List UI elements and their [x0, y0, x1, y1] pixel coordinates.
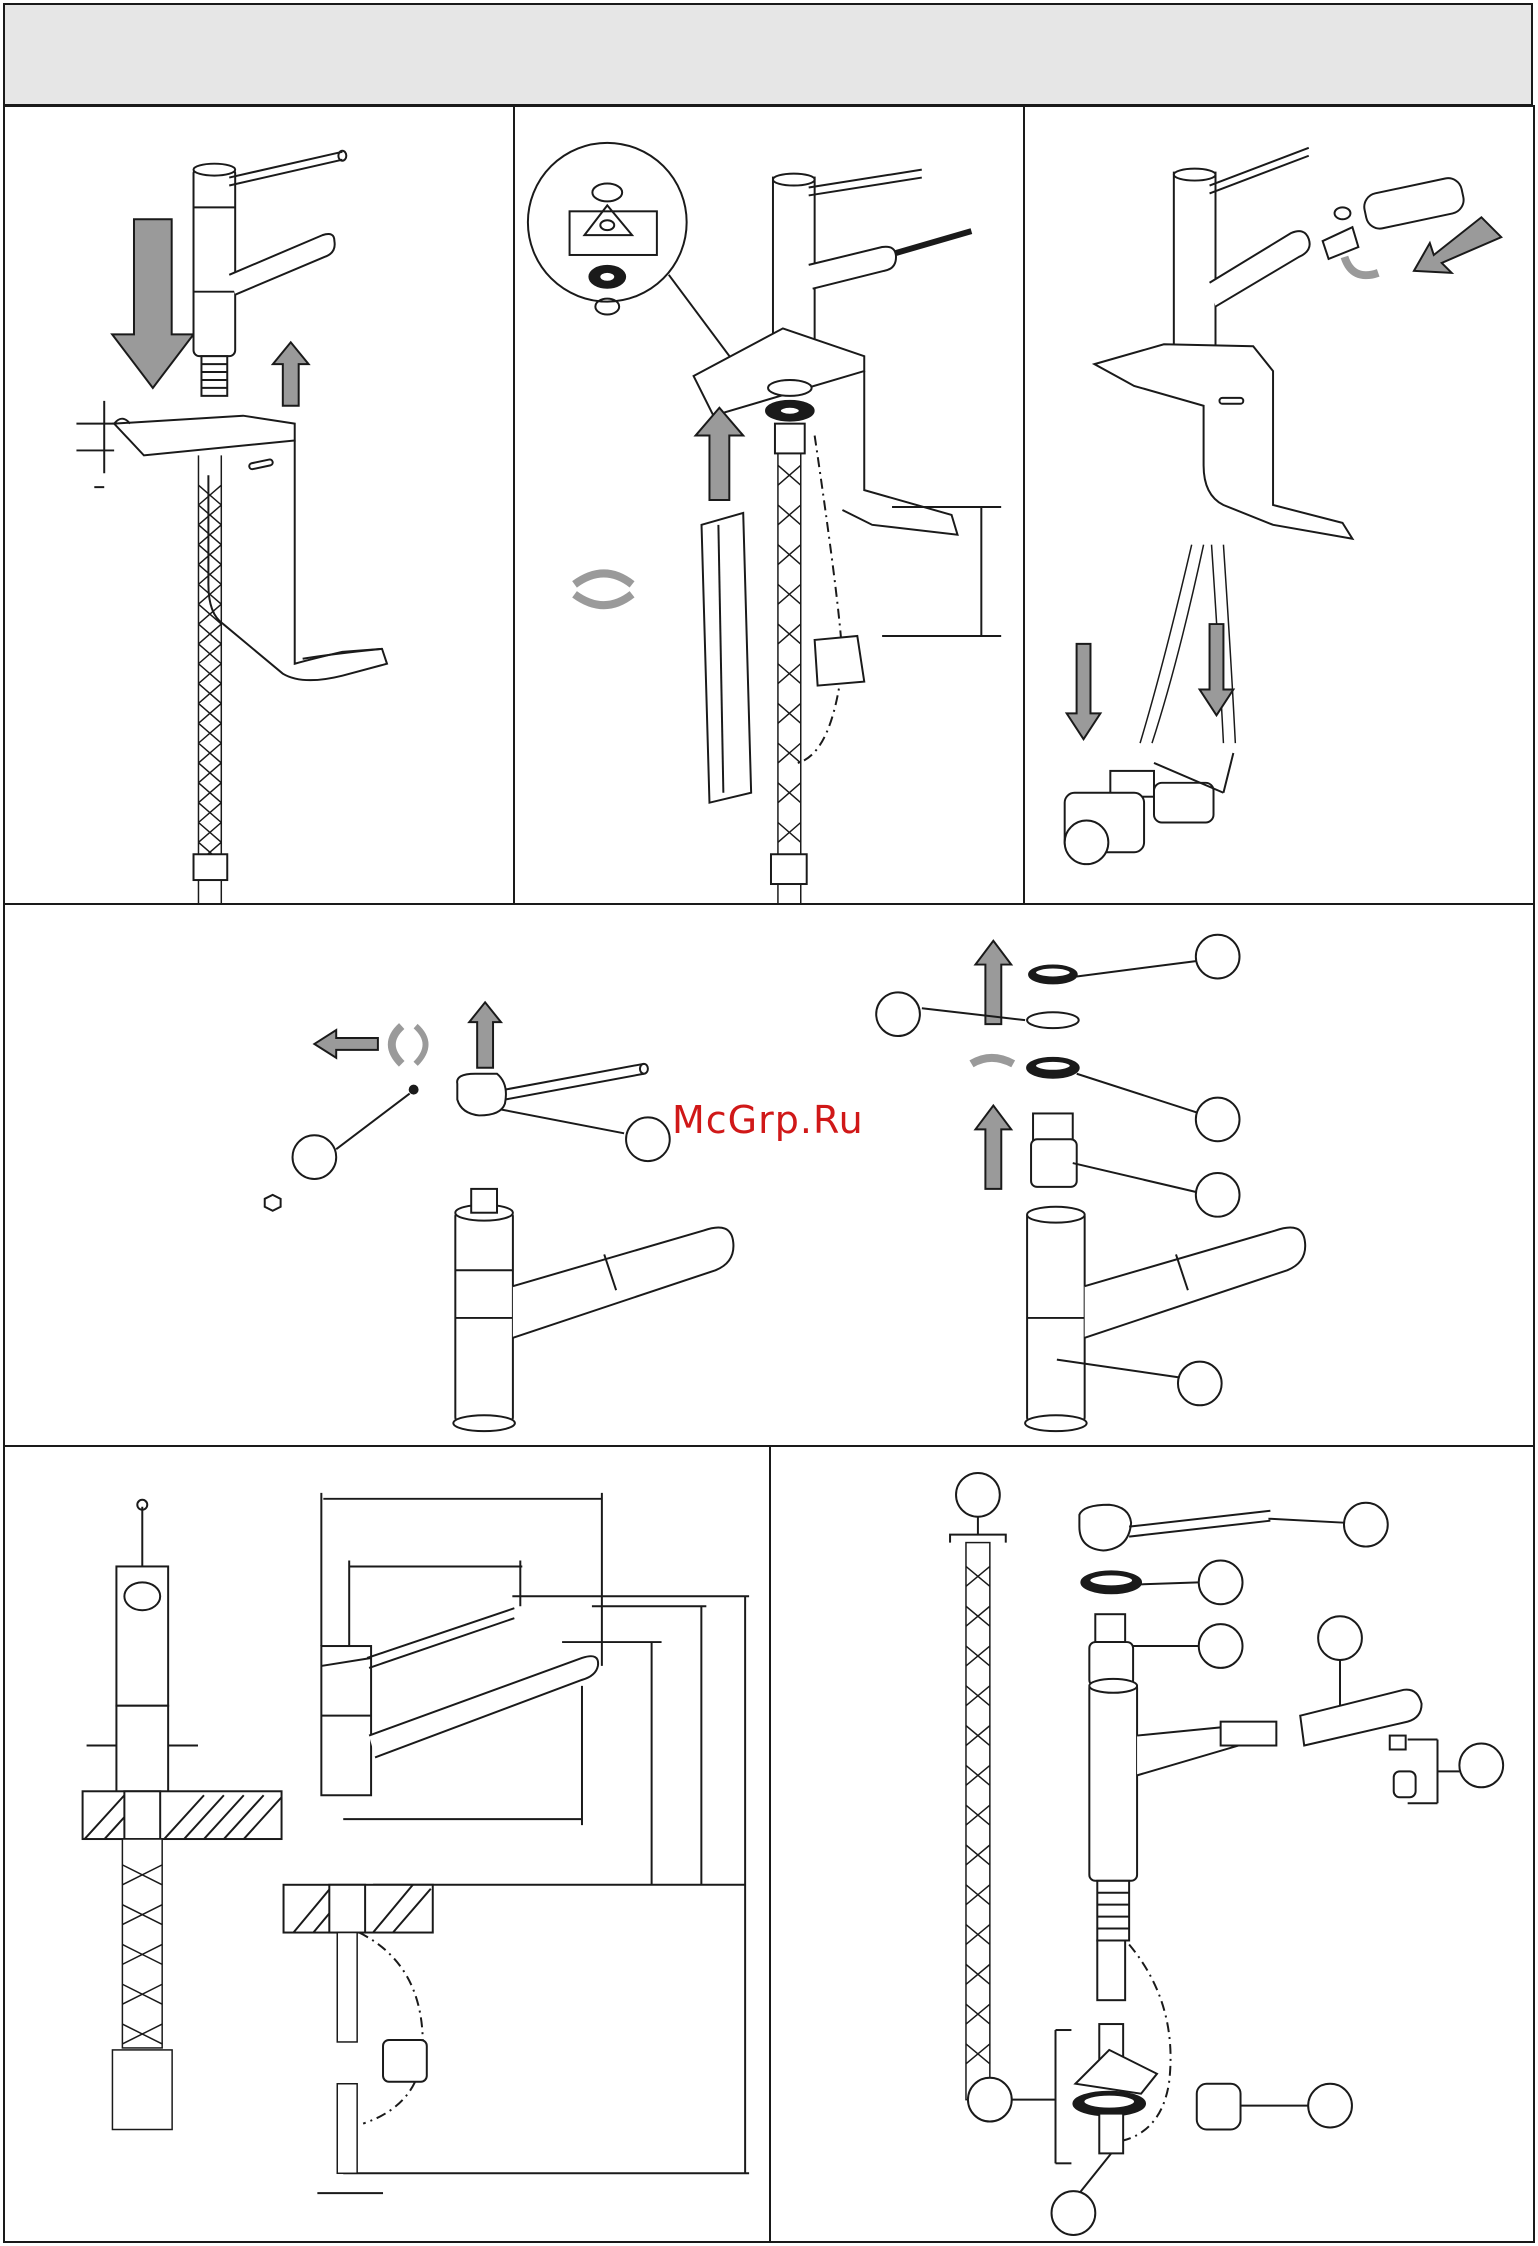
- panel-dimension-drawing: [3, 1445, 771, 2243]
- arrow-left-icon: [1414, 217, 1501, 273]
- panel-exploded-parts-view: [769, 1445, 1535, 2243]
- rotate-icon: [1344, 257, 1378, 275]
- arrow-left-icon: [314, 1030, 378, 1058]
- header-band: [3, 3, 1533, 106]
- rotate-icon: [392, 1026, 402, 1064]
- arrow-down-icon: [1200, 624, 1234, 715]
- panel-install-step-2: [513, 105, 1025, 905]
- watermark: McGrp.Ru: [672, 1098, 864, 1142]
- panel-cartridge-disassembly: [3, 903, 1535, 1447]
- install-step-2-drawing: [515, 107, 1023, 903]
- exploded-parts-drawing: [771, 1447, 1533, 2241]
- panel-install-step-3: [1023, 105, 1535, 905]
- install-step-3-drawing: [1025, 107, 1533, 903]
- arrow-down-icon: [112, 219, 193, 388]
- rotate-icon: [575, 573, 633, 584]
- cartridge-disassembly-drawing: [5, 905, 1533, 1445]
- arrow-up-icon: [975, 1106, 1011, 1189]
- arrow-up-icon: [975, 941, 1011, 1024]
- rotate-icon: [972, 1058, 1014, 1064]
- arrow-down-icon: [1067, 644, 1101, 739]
- arrow-up-icon: [469, 1002, 501, 1068]
- hex-key-icon: [265, 1195, 281, 1211]
- arrow-up-icon: [273, 342, 309, 406]
- arrow-up-icon: [696, 408, 744, 500]
- dimension-drawing: [5, 1447, 769, 2241]
- install-step-1-drawing: [5, 107, 513, 903]
- panel-install-step-1: [3, 105, 515, 905]
